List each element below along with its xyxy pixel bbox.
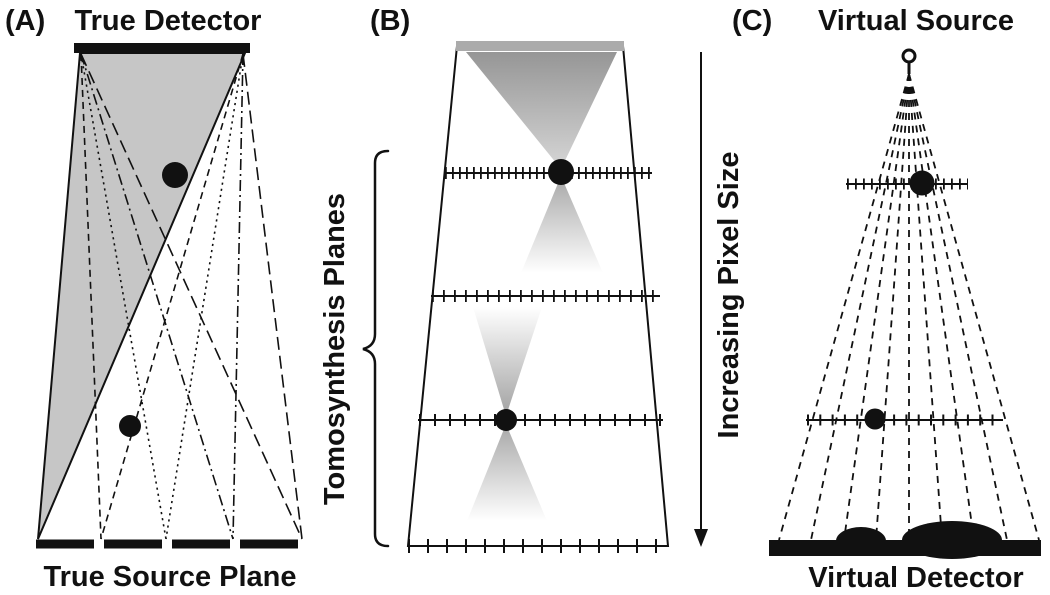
- ray-dotted: [80, 53, 167, 540]
- panel-b: (B) Tomosynthesis Planes Incre: [319, 5, 745, 553]
- virtual-planes: [806, 178, 1003, 426]
- virtual-ray: [843, 73, 910, 541]
- ray-dashed-long: [80, 53, 303, 540]
- panel-a: (A) True Detector True Source Plane: [5, 5, 304, 593]
- virtual-ray-fan: [778, 73, 1040, 541]
- tomo-planes: [408, 167, 669, 553]
- ray-dashed: [80, 53, 102, 540]
- virtual-source-label: Virtual Source: [818, 5, 1014, 37]
- ray-dashed: [100, 53, 244, 540]
- lesion-circle-upper: [548, 159, 574, 185]
- ray-dotted: [165, 53, 244, 540]
- shaded-beam-region: [37, 52, 247, 540]
- ray-dashdot: [80, 53, 234, 540]
- source-ray-fan: [80, 53, 303, 540]
- lesion-circle-lower: [119, 415, 141, 437]
- pixel-size-arrowhead: [694, 529, 708, 547]
- virtual-ray: [908, 73, 1040, 541]
- ray-dashdot: [232, 53, 244, 540]
- true-detector-bar: [74, 43, 250, 53]
- panel-c: (C) Virtual Source: [732, 5, 1041, 594]
- beam-cone-lower-top: [473, 307, 542, 416]
- beam-cone-upper-bottom: [521, 176, 603, 273]
- panel-c-letter: (C): [732, 5, 772, 37]
- true-source-plane-label: True Source Plane: [43, 561, 296, 593]
- tomosynthesis-planes-label: Tomosynthesis Planes: [319, 193, 351, 505]
- virtual-detector-bar: [769, 540, 1041, 556]
- planes-brace: [362, 149, 390, 548]
- ray-dashed-long: [242, 53, 303, 540]
- panel-a-letter: (A): [5, 5, 45, 37]
- virtual-ray: [908, 73, 975, 541]
- virtual-ray: [810, 73, 910, 541]
- beam-cone-upper-top: [466, 52, 617, 169]
- detector-bar-gray: [456, 41, 624, 51]
- true-detector-label: True Detector: [75, 5, 262, 37]
- virtual-ray: [875, 73, 910, 541]
- virtual-detector-label: Virtual Detector: [808, 562, 1023, 594]
- lesion-circle-lower: [495, 409, 517, 431]
- lesion-circle-upper: [162, 162, 188, 188]
- increasing-pixel-size-label: Increasing Pixel Size: [713, 152, 745, 439]
- lesion-circle-upper: [909, 170, 935, 196]
- panel-b-letter: (B): [370, 5, 410, 37]
- virtual-source-marker: [901, 48, 917, 64]
- virtual-ray: [778, 73, 910, 541]
- virtual-ray: [908, 73, 943, 541]
- lesion-circle-lower: [864, 408, 886, 430]
- virtual-ray: [908, 73, 1008, 541]
- beam-cone-lower-bottom: [467, 424, 547, 521]
